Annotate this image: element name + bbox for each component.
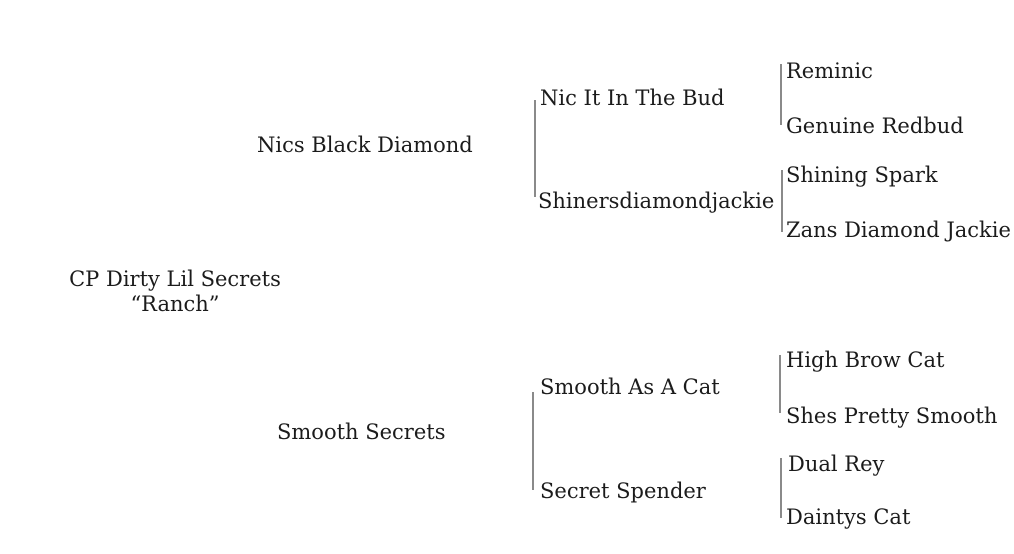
- connector-sire-sire-parents-line: [780, 64, 782, 125]
- node-sire-dam: Shinersdiamondjackie: [538, 189, 775, 213]
- node-sire-dam-sire: Shining Spark: [786, 163, 938, 187]
- connector-sire-parents-line: [534, 100, 536, 197]
- node-sire-dam-dam: Zans Diamond Jackie: [786, 218, 1011, 242]
- node-sire-sire-sire: Reminic: [786, 59, 873, 83]
- node-sire-sire-dam: Genuine Redbud: [786, 114, 964, 138]
- connector-dam-dam-parents-line: [780, 458, 782, 518]
- node-sire: Nics Black Diamond: [257, 133, 473, 157]
- subject-name: CP Dirty Lil Secrets: [69, 267, 281, 291]
- connector-sire-dam-parents-line: [781, 170, 783, 232]
- node-dam-dam-sire: Dual Rey: [788, 452, 885, 476]
- subject-nickname: “Ranch”: [130, 292, 220, 316]
- node-dam-dam: Secret Spender: [540, 479, 706, 503]
- connector-dam-sire-parents-line: [779, 355, 781, 413]
- connector-dam-parents-line: [532, 392, 534, 490]
- node-sire-sire: Nic It In The Bud: [540, 86, 725, 110]
- node-dam: Smooth Secrets: [277, 420, 446, 444]
- node-dam-dam-dam: Daintys Cat: [786, 505, 911, 529]
- node-subject: CP Dirty Lil Secrets “Ranch”: [30, 267, 320, 317]
- node-dam-sire-sire: High Brow Cat: [786, 348, 945, 372]
- node-dam-sire-dam: Shes Pretty Smooth: [786, 404, 998, 428]
- node-dam-sire: Smooth As A Cat: [540, 375, 720, 399]
